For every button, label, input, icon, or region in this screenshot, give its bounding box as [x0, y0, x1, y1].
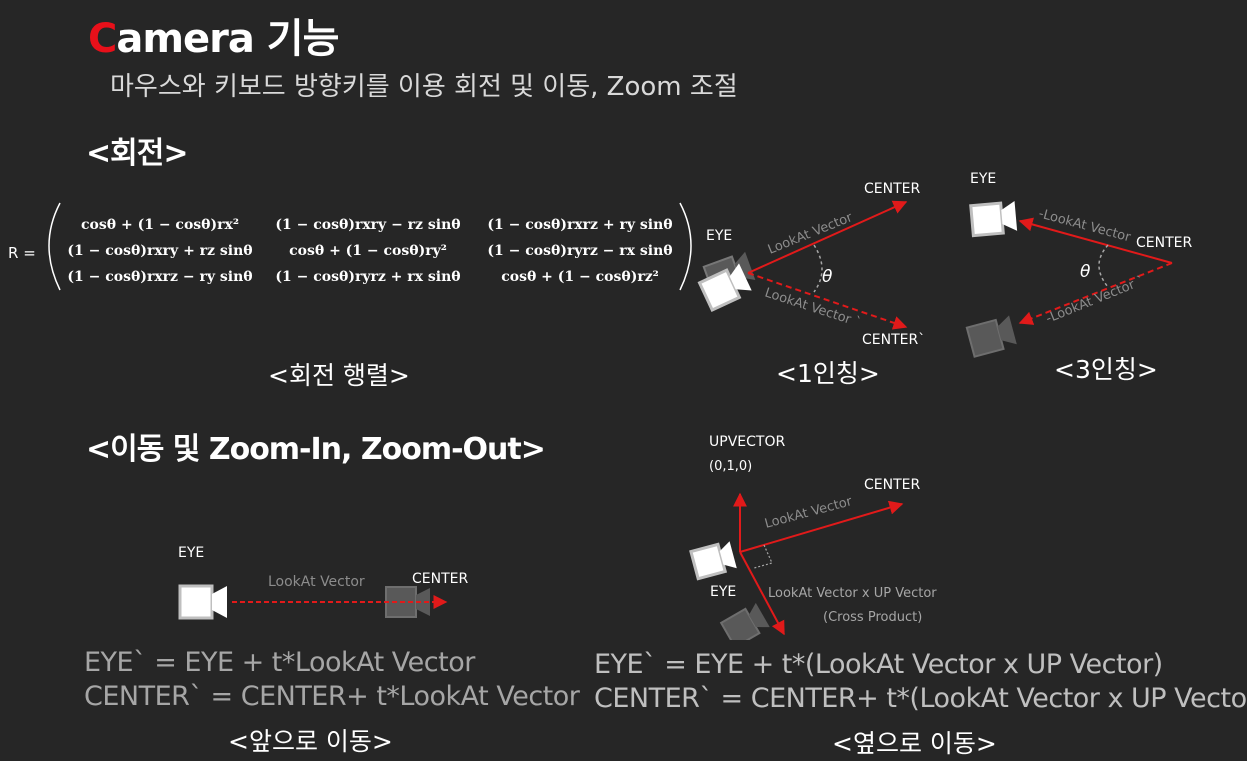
theta-label: θ: [822, 267, 833, 287]
neg-lookat-prime-label: -LookAt Vector `: [1044, 273, 1147, 326]
first-person-diagram: θ EYE CENTER CENTER` LookAt Vector LookA…: [697, 181, 925, 348]
movement-heading: <이동 및 Zoom-In, Zoom-Out>: [86, 432, 546, 467]
matrix-cell: (1 − cosθ)rxry − rz sinθ: [275, 217, 460, 233]
third-person-caption: <3인칭>: [1054, 355, 1158, 384]
side-diagram: UPVECTOR (0,1,0) CENTER EYE LookAt Vecto…: [689, 434, 937, 640]
cross-note: (Cross Product): [823, 610, 922, 625]
title-first-letter: C: [88, 16, 117, 62]
forward-formula-2: CENTER` = CENTER+ t*LookAt Vector: [84, 681, 580, 712]
center-label: CENTER: [412, 571, 468, 587]
cross-label: LookAt Vector x UP Vector: [768, 586, 937, 601]
cross-product-arrow: [739, 551, 785, 636]
rotation-matrix: R = cosθ + (1 − cosθ)rx² (1 − cosθ)rxry …: [8, 202, 692, 291]
forward-formula-1: EYE` = EYE + t*LookAt Vector: [84, 647, 475, 678]
neg-lookat-arrow: [1018, 217, 1173, 264]
camera-icon: [689, 541, 737, 581]
matrix-cell: cosθ + (1 − cosθ)ry²: [289, 243, 447, 259]
eye-label: EYE: [178, 545, 204, 561]
ghost-camera-icon: [719, 602, 770, 640]
side-formula-2: CENTER` = CENTER+ t*(LookAt Vector x UP …: [594, 683, 1247, 714]
side-formula-1: EYE` = EYE + t*(LookAt Vector x UP Vecto…: [594, 649, 1163, 680]
theta-arc: [1098, 244, 1109, 288]
theta-arc: [813, 244, 823, 293]
first-person-caption: <1인칭>: [776, 359, 880, 388]
neg-lookat-prime-arrow: [1018, 262, 1173, 325]
center-label: CENTER: [1136, 235, 1192, 251]
lookat-prime-arrow: [747, 272, 908, 330]
center-label: CENTER: [864, 181, 920, 197]
lookat-label: LookAt Vector: [763, 494, 854, 532]
matrix-right-bracket: [679, 202, 692, 291]
matrix-cell: (1 − cosθ)ryrz − rx sinθ: [487, 243, 672, 259]
forward-caption: <앞으로 이동>: [228, 727, 393, 756]
eye-label: EYE: [710, 584, 736, 600]
center-label: CENTER: [864, 477, 920, 493]
matrix-cell: cosθ + (1 − cosθ)rz²: [501, 269, 659, 285]
lookat-arrow: [747, 200, 908, 274]
upvector-label: UPVECTOR: [709, 434, 785, 450]
ghost-camera-icon: [965, 315, 1017, 358]
matrix-prefix: R =: [8, 244, 36, 262]
center-prime-label: CENTER`: [862, 332, 925, 348]
lookat-label: LookAt Vector: [268, 574, 365, 590]
matrix-caption: <회전 행렬>: [268, 361, 410, 390]
side-caption: <옆으로 이동>: [832, 729, 997, 758]
matrix-cell: (1 − cosθ)rxrz − ry sinθ: [67, 269, 252, 285]
rotation-heading: <회전>: [86, 136, 188, 171]
right-angle-mark: [753, 544, 773, 569]
third-person-diagram: θ EYE CENTER -LookAt Vector -LookAt Vect…: [965, 171, 1192, 358]
matrix-cell: (1 − cosθ)rxrz + ry sinθ: [487, 217, 672, 233]
title-rest: amera 기능: [116, 16, 339, 62]
camera-icon: [178, 584, 227, 620]
matrix-left-bracket: [48, 202, 61, 291]
camera-icon: [697, 263, 752, 313]
matrix-cell: (1 − cosθ)ryrz + rx sinθ: [275, 269, 460, 285]
camera-icon: [969, 200, 1018, 238]
eye-label: EYE: [706, 228, 732, 244]
eye-label: EYE: [970, 171, 996, 187]
theta-label: θ: [1080, 262, 1091, 282]
lookat-arrow: [739, 500, 904, 553]
page-subtitle: 마우스와 키보드 방향키를 이용 회전 및 이동, Zoom 조절: [110, 72, 738, 102]
page-title: Camera 기능: [88, 6, 339, 64]
lookat-label: LookAt Vector: [766, 210, 855, 258]
upvector-value: (0,1,0): [709, 459, 752, 474]
matrix-cell: (1 − cosθ)rxry + rz sinθ: [67, 243, 252, 259]
matrix-cell: cosθ + (1 − cosθ)rx²: [81, 217, 239, 233]
forward-diagram: EYE CENTER LookAt Vector: [178, 545, 468, 620]
